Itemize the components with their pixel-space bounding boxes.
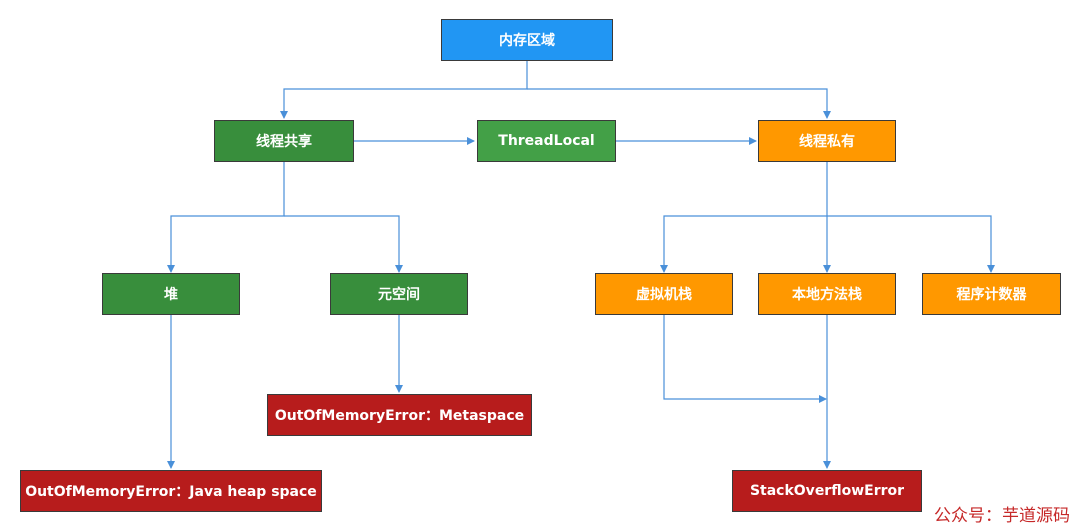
node-vm-stack: 虚拟机栈 [595, 273, 733, 315]
node-oom-metaspace: OutOfMemoryError：Metaspace [267, 394, 532, 436]
watermark-text: 公众号：芋道源码 [934, 506, 1070, 526]
edge-root-to-private [527, 88, 831, 119]
node-native-stack: 本地方法栈 [758, 273, 896, 315]
node-stack-overflow: StackOverflowError [732, 470, 922, 512]
edge-vmstack-merge [663, 314, 827, 403]
node-threadlocal: ThreadLocal [477, 120, 616, 162]
node-thread-private: 线程私有 [758, 120, 896, 162]
edge-shared-to-heap [167, 162, 285, 273]
node-oom-heap: OutOfMemoryError：Java heap space [20, 470, 322, 512]
node-thread-shared: 线程共享 [214, 120, 354, 162]
edge-private-to-vmstack [660, 162, 828, 273]
node-metaspace: 元空间 [330, 273, 468, 315]
node-heap: 堆 [102, 273, 240, 315]
edge-private-to-pc [827, 215, 995, 273]
node-memory-region: 内存区域 [441, 19, 613, 61]
edge-root-to-shared [280, 60, 528, 119]
edge-shared-to-metaspace [284, 215, 403, 273]
node-pc-register: 程序计数器 [922, 273, 1061, 315]
